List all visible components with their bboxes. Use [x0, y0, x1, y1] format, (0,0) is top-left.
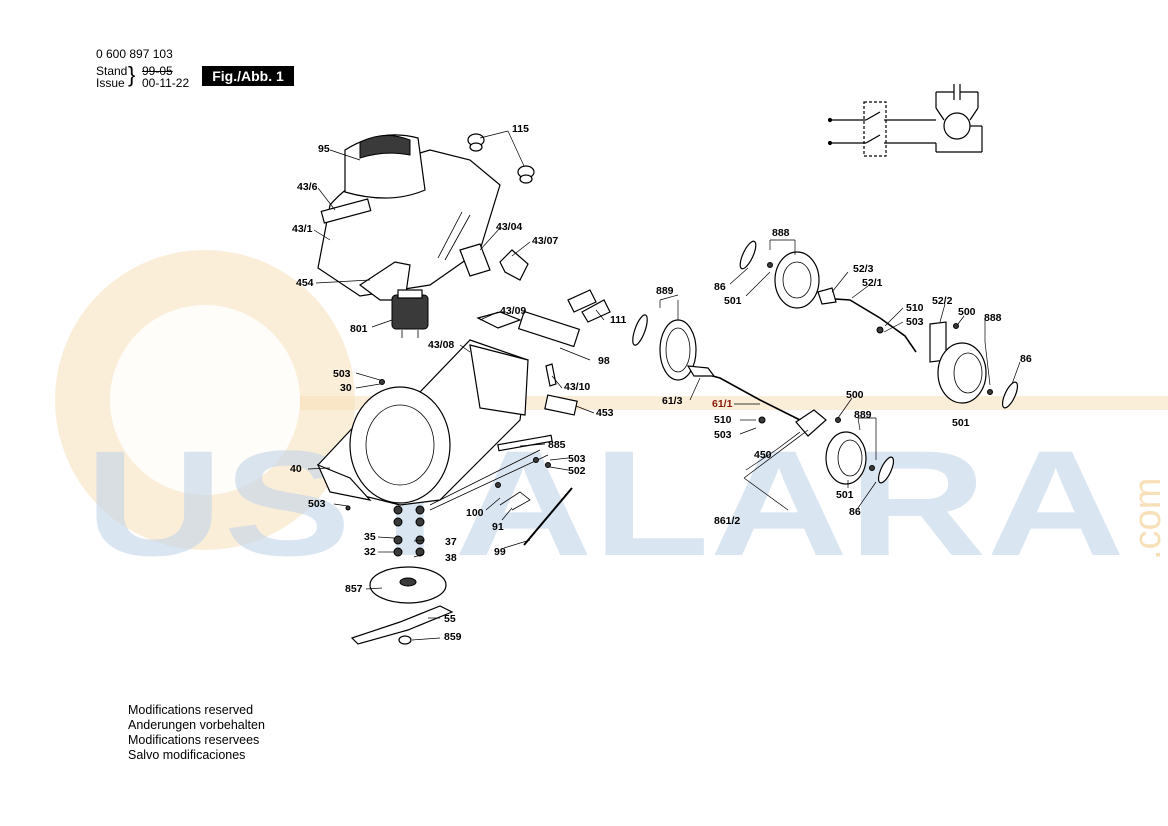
front-wheel-right — [739, 240, 820, 309]
callout-888-rear: 888 — [984, 312, 1002, 324]
figure-badge: Fig./Abb. 1 — [202, 66, 294, 86]
fan-and-blade — [350, 566, 454, 645]
old-date: 99-05 — [142, 64, 173, 78]
callout-500-right: 500 — [958, 306, 976, 318]
modifications-notice: Modifications reserved Anderungen vorbeh… — [128, 703, 265, 763]
part-number: 0 600 897 103 — [96, 47, 173, 61]
callout-859: 859 — [444, 631, 462, 643]
callout-86-rear: 86 — [1020, 353, 1032, 365]
callout-43-1: 43/1 — [292, 223, 313, 235]
wiring-schematic — [827, 84, 983, 157]
front-wheel-left — [632, 314, 697, 381]
watermark: USTALARA .com — [55, 250, 1168, 587]
modifications-line-es: Salvo modificaciones — [128, 748, 246, 762]
callout-888-front: 888 — [772, 227, 790, 239]
callout-111: 111 — [610, 314, 627, 326]
callout-35: 35 — [364, 531, 376, 543]
callout-43-08: 43/08 — [428, 339, 454, 351]
callout-503-left: 503 — [333, 368, 351, 380]
callout-30: 30 — [340, 382, 352, 394]
rear-wheel-upper — [937, 342, 1019, 409]
callout-55: 55 — [444, 613, 456, 625]
callout-501-lower: 501 — [836, 489, 854, 501]
callout-889-front: 889 — [656, 285, 674, 297]
modifications-line-fr: Modifications reservees — [128, 733, 260, 747]
modifications-line-en: Modifications reserved — [128, 703, 254, 717]
callout-52-1: 52/1 — [862, 277, 883, 289]
brace-icon: } — [128, 62, 136, 87]
callout-501-rear: 501 — [952, 417, 970, 429]
callout-43-09: 43/09 — [500, 305, 526, 317]
callout-861-2: 861/2 — [714, 515, 740, 527]
callout-95: 95 — [318, 143, 330, 155]
callout-43-10: 43/10 — [564, 381, 590, 393]
callout-52-2: 52/2 — [932, 295, 953, 307]
callout-61-3: 61/3 — [662, 395, 683, 407]
callout-43-6: 43/6 — [297, 181, 318, 193]
callout-100: 100 — [466, 507, 484, 519]
callout-501-front: 501 — [724, 295, 742, 307]
issue-label: Issue — [96, 76, 125, 90]
callout-454: 454 — [296, 277, 314, 289]
callout-453: 453 — [596, 407, 614, 419]
callout-885: 885 — [548, 439, 566, 451]
callout-43-07: 43/07 — [532, 235, 558, 247]
issue-date: 00-11-22 — [142, 76, 190, 90]
callout-43-04: 43/04 — [496, 221, 522, 233]
callout-500-center: 500 — [846, 389, 864, 401]
watermark-suffix: .com — [1127, 478, 1168, 560]
callout-91: 91 — [492, 521, 504, 533]
callout-37: 37 — [445, 536, 457, 548]
fastener-stack — [345, 379, 551, 557]
callout-86-front: 86 — [714, 281, 726, 293]
leader-lines — [307, 130, 1021, 641]
callout-labels: 115 95 43/6 43/1 43/04 43/07 454 801 43/… — [290, 123, 1032, 643]
callout-52-3: 52/3 — [853, 263, 874, 275]
callout-889-rear: 889 — [854, 409, 872, 421]
callout-61-1: 61/1 — [712, 398, 733, 410]
axle-rods — [686, 287, 959, 437]
callout-503-bottom: 503 — [308, 498, 326, 510]
callout-502: 502 — [568, 465, 586, 477]
callout-510-right: 510 — [906, 302, 924, 314]
rear-wheel-lower — [825, 431, 895, 485]
callout-450: 450 — [754, 449, 772, 461]
callout-503-lower: 503 — [568, 453, 586, 465]
callout-510-center: 510 — [714, 414, 732, 426]
callout-38: 38 — [445, 552, 457, 564]
bracket-parts — [459, 243, 611, 416]
spring-part — [495, 434, 573, 546]
motor-part — [391, 289, 429, 338]
callout-99: 99 — [494, 546, 506, 558]
callout-32: 32 — [364, 546, 376, 558]
callout-86-lower: 86 — [849, 506, 861, 518]
callout-857: 857 — [345, 583, 363, 595]
knob-icons — [467, 133, 535, 184]
callout-98: 98 — [598, 355, 610, 367]
callout-115: 115 — [512, 123, 529, 135]
callout-503-center: 503 — [714, 429, 732, 441]
deck-assembly — [316, 339, 549, 511]
callout-40: 40 — [290, 463, 302, 475]
callout-503-right: 503 — [906, 316, 924, 328]
hood-assembly — [317, 134, 501, 301]
watermark-text: USTALARA — [85, 419, 1125, 587]
callout-801: 801 — [350, 323, 368, 335]
stand-label: Stand — [96, 64, 128, 78]
modifications-line-de: Anderungen vorbehalten — [128, 718, 265, 732]
